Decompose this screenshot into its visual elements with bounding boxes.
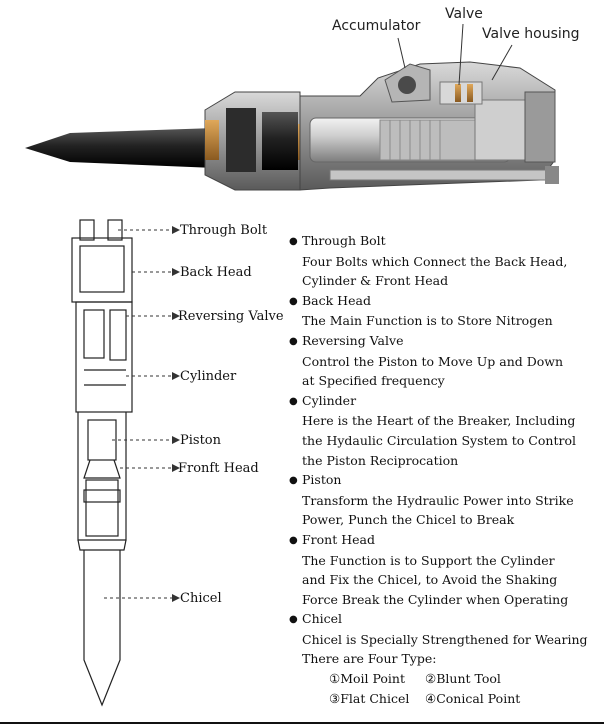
desc-title: Reversing Valve xyxy=(289,331,589,352)
desc-title: Piston xyxy=(289,470,589,491)
label-reversing-valve: Reversing Valve xyxy=(178,309,284,324)
desc-line: Transform the Hydraulic Power into Strik… xyxy=(302,492,574,508)
breaker-section-diagram xyxy=(71,219,180,707)
desc-line: Control the Piston to Move Up and Down xyxy=(302,353,564,369)
desc-piston: Piston Transform the Hydraulic Power int… xyxy=(289,470,589,530)
desc-line: the Hydaulic Circulation System to Contr… xyxy=(302,432,576,448)
desc-front-head: Front Head The Function is to Support th… xyxy=(289,530,589,609)
desc-title: Front Head xyxy=(289,530,589,551)
breaker-cutaway-illustration xyxy=(25,23,559,191)
chisel-type-list: ①Moil Point ②Blunt Tool ③Flat Chicel ④Coni… xyxy=(289,669,589,708)
chisel-type: ④Conical Point xyxy=(425,690,521,706)
desc-line: and Fix the Chicel, to Avoid the Shaking xyxy=(302,572,558,588)
chisel-type: ②Blunt Tool xyxy=(425,671,501,687)
desc-line: at Specified frequency xyxy=(302,373,445,389)
label-piston: Piston xyxy=(180,433,221,448)
desc-title: Back Head xyxy=(289,291,589,312)
valve-callout: Valve xyxy=(445,6,483,22)
label-chisel: Chicel xyxy=(180,591,222,606)
label-cylinder: Cylinder xyxy=(180,369,237,384)
desc-line: There are Four Type: xyxy=(302,651,437,667)
label-front-head: Fronft Head xyxy=(178,461,259,476)
label-back-head: Back Head xyxy=(180,265,252,280)
desc-back-head: Back Head The Main Function is to Store … xyxy=(289,291,589,331)
chisel-type: ①Moil Point xyxy=(329,671,406,687)
desc-through-bolt: Through Bolt Four Bolts which Connect th… xyxy=(289,231,589,291)
desc-title: Cylinder xyxy=(289,391,589,412)
desc-line: the Piston Reciprocation xyxy=(302,452,459,468)
component-description-list: Through Bolt Four Bolts which Connect th… xyxy=(289,231,589,708)
desc-line: The Main Function is to Store Nitrogen xyxy=(302,313,553,329)
desc-cylinder: Cylinder Here is the Heart of the Breake… xyxy=(289,391,589,470)
desc-line: Here is the Heart of the Breaker, Includ… xyxy=(302,413,576,429)
accumulator-callout: Accumulator xyxy=(332,18,421,34)
desc-line: The Function is to Support the Cylinder xyxy=(302,552,555,568)
desc-chisel: Chicel Chicel is Specially Strengthened … xyxy=(289,609,589,708)
bottom-divider xyxy=(0,722,604,724)
desc-line: Four Bolts which Connect the Back Head, xyxy=(302,253,568,269)
chisel-type: ③Flat Chicel xyxy=(329,690,410,706)
desc-title: Chicel xyxy=(289,609,589,630)
label-through-bolt: Through Bolt xyxy=(180,223,268,238)
desc-line: Chicel is Specially Strengthened for Wea… xyxy=(302,631,588,647)
valve-housing-callout: Valve housing xyxy=(482,26,580,42)
desc-line: Power, Punch the Chicel to Break xyxy=(302,512,515,528)
desc-line: Force Break the Cylinder when Operating xyxy=(302,591,569,607)
desc-reversing-valve: Reversing Valve Control the Piston to Mo… xyxy=(289,331,589,391)
desc-title: Through Bolt xyxy=(289,231,589,252)
desc-line: Cylinder & Front Head xyxy=(302,273,449,289)
